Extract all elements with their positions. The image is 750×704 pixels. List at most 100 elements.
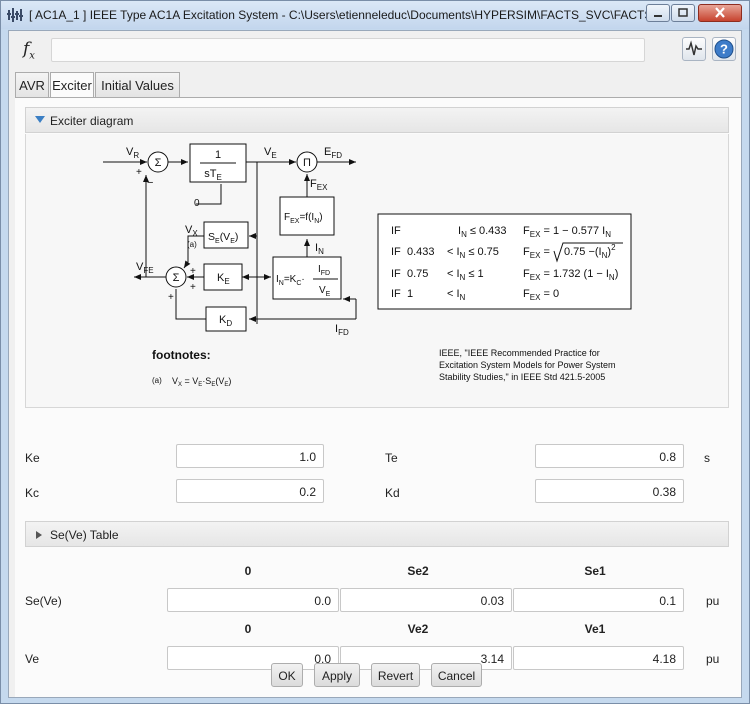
signal-button[interactable] <box>682 37 706 61</box>
svg-text:VX = VE·SE(VE): VX = VE·SE(VE) <box>172 376 231 388</box>
svg-text:IF: IF <box>391 268 401 280</box>
section-title: Exciter diagram <box>50 114 134 128</box>
svg-text:−: − <box>147 177 153 189</box>
svg-text:VR: VR <box>126 146 139 160</box>
col-header-0: 0 <box>244 564 252 578</box>
ve-value-0[interactable]: 0.0 <box>167 646 339 670</box>
fex-rules-table: IF IN ≤ 0.433 FEX = 1 − 0.577 IN IF 0.43… <box>391 225 623 302</box>
svg-text:SE(VE): SE(VE) <box>208 231 238 245</box>
col-header-ve1: Ve1 <box>584 622 606 636</box>
svg-text:VX: VX <box>185 224 198 238</box>
svg-text:+: + <box>136 167 142 178</box>
svg-text:Σ: Σ <box>173 272 180 284</box>
col-header-ve2: Ve2 <box>407 622 429 636</box>
svg-text:VFE: VFE <box>136 261 154 275</box>
ve-value-ve1[interactable]: 4.18 <box>513 646 684 670</box>
ok-button[interactable]: OK <box>271 663 303 687</box>
svg-text:FEX = 1 − 0.577 IN: FEX = 1 − 0.577 IN <box>523 225 611 239</box>
svg-text:+: + <box>168 292 174 303</box>
se-table-header[interactable]: Se(Ve) Table <box>25 521 729 547</box>
svg-text:?: ? <box>720 42 728 57</box>
cancel-button[interactable]: Cancel <box>431 663 482 687</box>
window-title: [ AC1A_1 ] IEEE Type AC1A Excitation Sys… <box>29 8 663 22</box>
svg-text:FEX=f(IN): FEX=f(IN) <box>284 212 323 225</box>
se-value-se1[interactable]: 0.1 <box>513 588 684 612</box>
te-label: Te <box>385 451 398 465</box>
svg-text:KE: KE <box>217 272 230 286</box>
minimize-button[interactable] <box>646 4 670 22</box>
svg-text:< IN ≤ 1: < IN ≤ 1 <box>447 268 484 282</box>
exciter-diagram-area: VR Σ + − 1 sTE 0 VE Π EFD FEX FEX=f(IN) … <box>25 134 729 408</box>
apply-button[interactable]: Apply <box>314 663 360 687</box>
kc-input[interactable]: 0.2 <box>176 479 324 503</box>
exciter-tab-panel: Exciter diagram <box>15 97 741 697</box>
svg-text:Excitation System Models for P: Excitation System Models for Power Syste… <box>439 360 616 370</box>
svg-text:1: 1 <box>215 149 221 161</box>
svg-text:KD: KD <box>219 314 232 328</box>
svg-text:IN: IN <box>315 242 324 256</box>
help-button[interactable]: ? <box>712 37 736 61</box>
svg-text:(a): (a) <box>187 240 197 249</box>
col-header-se1: Se1 <box>584 564 606 578</box>
formula-input[interactable] <box>51 38 645 62</box>
help-icon: ? <box>714 39 734 59</box>
svg-text:+: + <box>190 282 196 293</box>
se-value-0[interactable]: 0.0 <box>167 588 339 612</box>
minimize-icon <box>654 15 662 17</box>
dialog-client-area: fx ? AVR Exciter Initial Values E <box>8 30 742 698</box>
svg-text:IFD: IFD <box>318 264 330 277</box>
function-icon: fx <box>23 39 35 62</box>
svg-text:IN=KC·: IN=KC· <box>276 274 305 287</box>
svg-text:IF: IF <box>391 288 401 300</box>
svg-text:Π: Π <box>303 157 311 169</box>
svg-text:IEEE, "IEEE Recommended Practi: IEEE, "IEEE Recommended Practice for <box>439 348 600 358</box>
se-unit: pu <box>706 594 720 608</box>
svg-text:EFD: EFD <box>324 146 342 160</box>
svg-text:FEX: FEX <box>310 178 328 192</box>
svg-text:sTE: sTE <box>204 168 222 182</box>
ke-input[interactable]: 1.0 <box>176 444 324 468</box>
maximize-button[interactable] <box>671 4 695 22</box>
tab-initial-values[interactable]: Initial Values <box>95 72 180 98</box>
section-title: Se(Ve) Table <box>50 528 119 542</box>
svg-text:VE: VE <box>264 146 277 160</box>
close-button[interactable] <box>698 4 742 22</box>
se-row-label: Se(Ve) <box>25 594 62 608</box>
svg-text:footnotes:: footnotes: <box>152 348 211 362</box>
collapse-arrow-icon <box>35 116 45 123</box>
exciter-diagram-header[interactable]: Exciter diagram <box>25 107 729 133</box>
kd-label: Kd <box>385 486 400 500</box>
ve-value-ve2[interactable]: 3.14 <box>340 646 512 670</box>
app-icon <box>7 8 23 22</box>
svg-text:Stability Studies," in IEEE St: Stability Studies," in IEEE Std 421.5-20… <box>439 372 605 382</box>
svg-text:IF: IF <box>391 225 401 237</box>
svg-text:< IN ≤ 0.75: < IN ≤ 0.75 <box>447 246 499 260</box>
revert-button[interactable]: Revert <box>371 663 420 687</box>
title-bar[interactable]: [ AC1A_1 ] IEEE Type AC1A Excitation Sys… <box>1 1 749 29</box>
expand-arrow-icon <box>36 531 42 539</box>
svg-text:0.75: 0.75 <box>407 268 428 280</box>
te-input[interactable]: 0.8 <box>535 444 684 468</box>
svg-text:FEX = 1.732 (1 − IN): FEX = 1.732 (1 − IN) <box>523 268 618 282</box>
svg-text:0: 0 <box>194 198 200 209</box>
maximize-icon <box>678 8 688 17</box>
tab-avr[interactable]: AVR <box>15 72 49 98</box>
se-value-se2[interactable]: 0.03 <box>340 588 512 612</box>
ke-label: Ke <box>25 451 40 465</box>
svg-text:0.75 −(IN)2: 0.75 −(IN)2 <box>564 243 616 260</box>
te-unit: s <box>704 451 710 465</box>
svg-text:0.433: 0.433 <box>407 246 435 258</box>
ve-row-label: Ve <box>25 652 40 666</box>
svg-text:VE: VE <box>319 285 331 298</box>
svg-text:IF: IF <box>391 246 401 258</box>
signal-wave-icon <box>686 40 702 56</box>
tab-exciter[interactable]: Exciter <box>50 72 94 99</box>
svg-text:Σ: Σ <box>155 157 162 169</box>
exciter-block-diagram: VR Σ + − 1 sTE 0 VE Π EFD FEX FEX=f(IN) … <box>103 143 632 388</box>
svg-text:< IN: < IN <box>447 288 466 302</box>
close-icon <box>715 7 725 18</box>
svg-text:1: 1 <box>407 288 413 300</box>
kd-input[interactable]: 0.38 <box>535 479 684 503</box>
toolbar: fx ? <box>9 31 741 69</box>
kc-label: Kc <box>25 486 40 500</box>
